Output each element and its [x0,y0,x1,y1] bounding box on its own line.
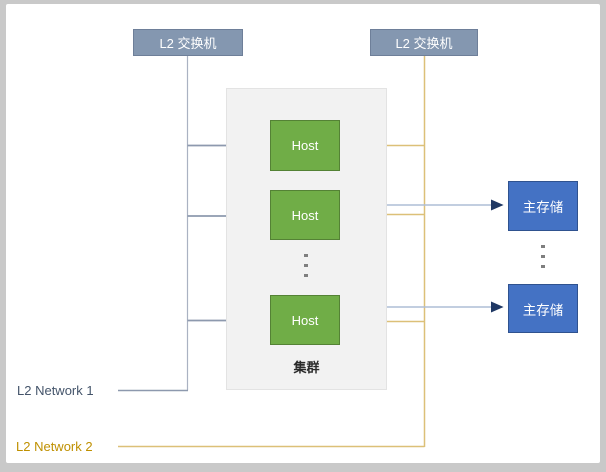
primary-storage-2: 主存储 [508,284,578,333]
host-3: Host [270,295,340,345]
primary-storage-1: 主存储 [508,181,578,231]
network1-label: L2 Network 1 [17,383,94,398]
l2-switch-2-label: L2 交换机 [395,36,453,51]
network2-label: L2 Network 2 [16,439,93,454]
l2-switch-2: L2 交换机 [370,29,478,56]
host-1: Host [270,120,340,171]
primary-storage-2-label: 主存储 [522,302,564,318]
primary-storage-1-label: 主存储 [522,200,564,215]
cluster-label: 集群 [293,360,320,375]
storages-ellipsis-icon [541,245,545,268]
l2-switch-1-label: L2 交换机 [159,36,217,51]
host-3-label: Host [291,312,319,328]
host-2-label: Host [291,207,319,223]
l2-switch-1: L2 交换机 [133,29,243,56]
hosts-ellipsis-icon [304,254,308,277]
host-2: Host [270,190,340,240]
host-1-label: Host [291,138,319,153]
